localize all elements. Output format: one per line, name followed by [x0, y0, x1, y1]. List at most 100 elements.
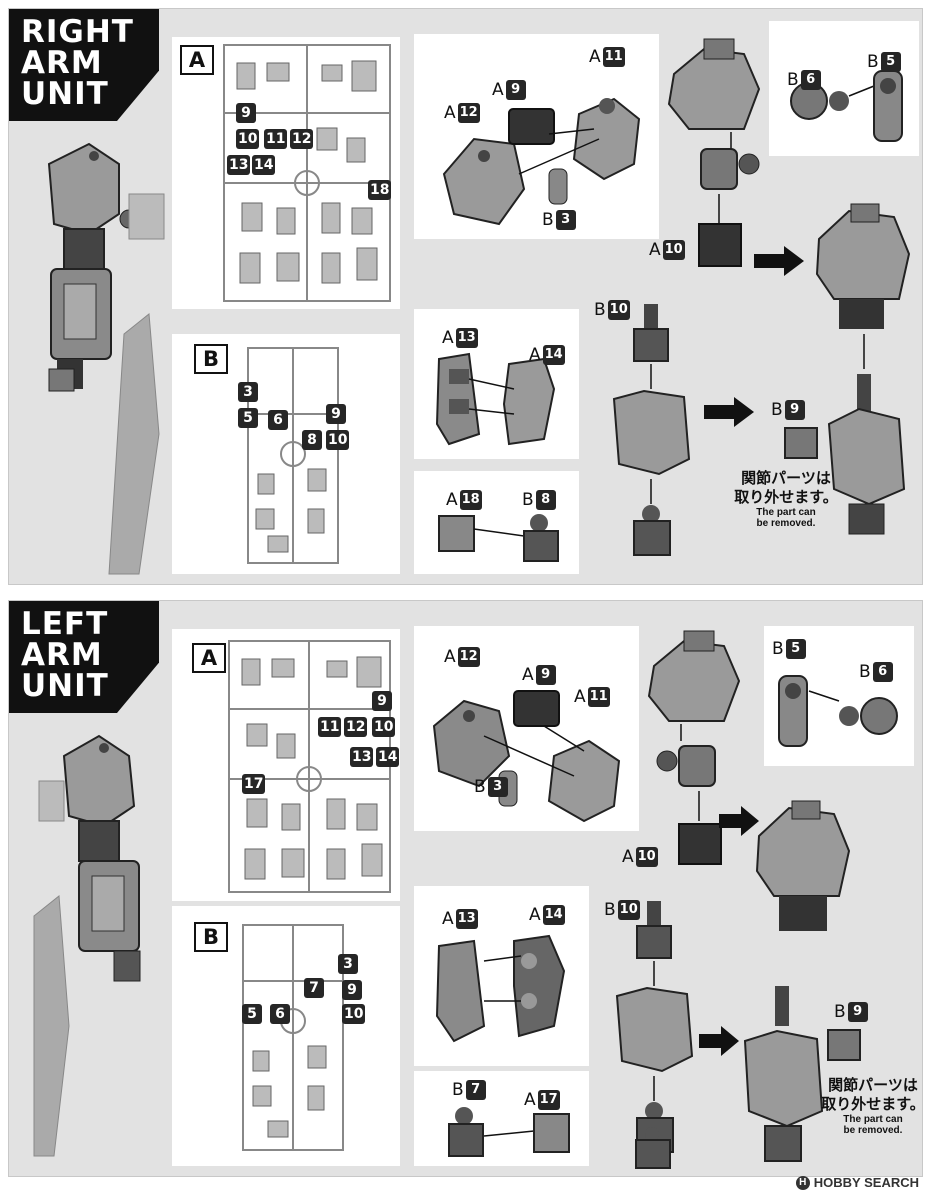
runner-b-panel: B 3 7 9 5 6 10: [172, 906, 400, 1166]
runner-b-part-number: 10: [342, 1004, 366, 1024]
runner-b-part-number: 10: [326, 430, 350, 450]
runner-b-part-number: 9: [326, 404, 346, 424]
runner-a-panel: A 9 11 12 10 13 14 17: [172, 629, 400, 901]
step-arrow-icon: [704, 397, 754, 427]
right-arm-unit-section: RIGHT ARM UNIT A: [8, 8, 923, 585]
step-arrow-icon: [719, 806, 759, 836]
shoulder-parts-illustration: [432, 690, 621, 823]
assembled-forearm-illustration: [743, 986, 824, 1162]
runner-a-part-number: 14: [376, 747, 400, 767]
removable-joint-note: 関節パーツは 取り外せます。 The part can be removed.: [821, 1076, 925, 1136]
runner-a-sprue: [223, 44, 391, 302]
step-arrow-icon: [699, 1026, 739, 1056]
runner-a-part-number: 11: [264, 129, 288, 149]
step-arrow-icon: [754, 246, 804, 276]
section-title-banner: LEFT ARM UNIT: [9, 601, 159, 713]
hobby-search-logo-icon: H: [795, 1175, 810, 1190]
runner-b-part-number: 5: [238, 408, 258, 428]
runner-a-panel: A 9 10 11 12 13 14 18: [172, 37, 400, 309]
forearm-parts-illustration: [435, 934, 566, 1043]
runner-a-part-number: 18: [368, 180, 392, 200]
runner-a-part-number: 14: [252, 155, 276, 175]
runner-b-part-number: 5: [242, 1004, 262, 1024]
left-arm-unit-section: LEFT ARM UNIT A: [8, 600, 925, 1177]
runner-a-part-number: 13: [227, 155, 251, 175]
section-title: LEFT ARM UNIT: [21, 606, 109, 704]
forearm-joint-illustration: [612, 304, 691, 556]
runner-a-part-number: 13: [350, 747, 374, 767]
joint-parts-illustration: [778, 675, 898, 747]
part-b9-illustration: [784, 427, 818, 459]
runner-a-part-number: 12: [344, 717, 368, 737]
runner-a-part-number: 10: [236, 129, 260, 149]
shoulder-parts-illustration: [442, 97, 641, 226]
assembled-arm-illustration: [815, 203, 911, 535]
shoulder-joint-illustration: [667, 38, 761, 267]
runner-b-letter: B: [194, 922, 228, 952]
section-title: RIGHT ARM UNIT: [21, 14, 134, 112]
completed-arm-illustration: [33, 734, 141, 1157]
runner-a-part-number: 9: [372, 691, 392, 711]
runner-b-sprue: [242, 924, 344, 1151]
runner-a-part-number: 10: [372, 717, 396, 737]
assembled-shoulder-illustration: [755, 800, 851, 931]
runner-a-part-number: 12: [290, 129, 314, 149]
runner-b-sprue: [247, 347, 339, 564]
runner-a-letter: A: [192, 643, 226, 673]
forearm-parts-illustration: [435, 352, 556, 446]
hand-parts-illustration: [438, 514, 559, 562]
runner-b-letter: B: [194, 344, 228, 374]
shoulder-joint-illustration: [647, 630, 741, 865]
watermark-text: HOBBY SEARCH: [813, 1175, 919, 1190]
part-b9-illustration: [827, 1029, 861, 1061]
section-title-banner: RIGHT ARM UNIT: [9, 9, 159, 121]
runner-a-letter: A: [180, 45, 214, 75]
runner-b-part-number: 3: [338, 954, 358, 974]
hand-parts-illustration: [448, 1107, 570, 1157]
runner-b-part-number: 6: [270, 1004, 290, 1024]
runner-a-part-number: 17: [242, 774, 266, 794]
runner-b-panel: B 3 5 6 9 8 10: [172, 334, 400, 574]
runner-a-part-number: 9: [236, 103, 256, 123]
runner-b-part-number: 3: [238, 382, 258, 402]
runner-a-part-number: 11: [318, 717, 342, 737]
runner-b-part-number: 7: [304, 978, 324, 998]
hobby-search-watermark: H HOBBY SEARCH: [795, 1175, 919, 1190]
runner-b-part-number: 9: [342, 980, 362, 1000]
completed-arm-illustration: [47, 142, 165, 575]
